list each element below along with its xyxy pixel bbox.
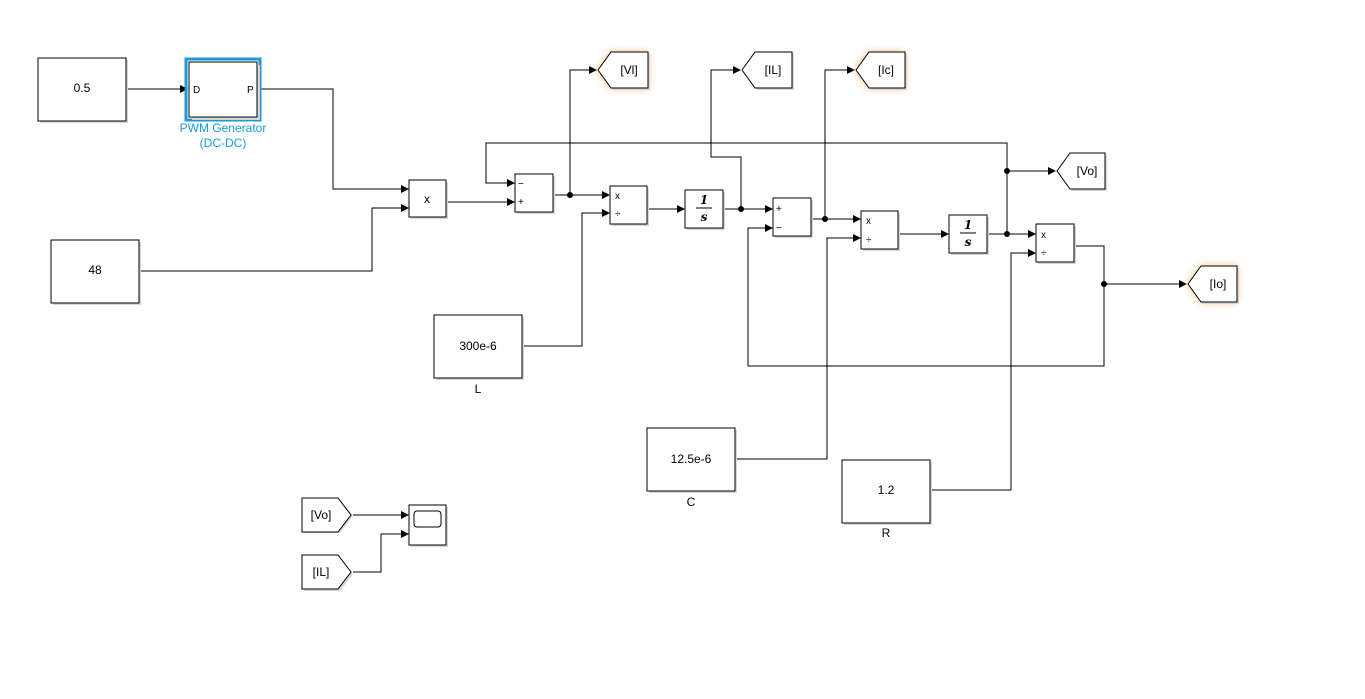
divide-2-mul-sign: x	[866, 216, 871, 227]
constant-resistance-name: R	[882, 526, 891, 540]
divide-2-div-sign: ÷	[866, 235, 872, 246]
divide-block-3[interactable]: x ÷	[1035, 223, 1076, 264]
integrator-block-1[interactable]: 1 s	[684, 189, 725, 230]
scope-screen-icon	[413, 510, 442, 528]
constant-vin-value: 48	[88, 263, 102, 277]
from-il-tag[interactable]: [IL]	[301, 554, 353, 591]
integrator-1-numerator: 1	[700, 193, 708, 207]
divide-block-1[interactable]: x ÷	[609, 185, 649, 226]
goto-io-tag[interactable]: [Io]	[1187, 265, 1239, 304]
goto-vo-tag[interactable]: [Vo]	[1056, 152, 1107, 191]
sum-block-2[interactable]: + −	[772, 197, 813, 238]
goto-vo-label: [Vo]	[1077, 164, 1098, 178]
goto-il-tag[interactable]: [IL]	[741, 51, 794, 90]
pwm-name-line2: (DC-DC)	[200, 136, 247, 150]
sum-2-plus-sign: +	[776, 204, 782, 215]
pwm-port-in-label: D	[193, 85, 200, 96]
constant-resistance-block[interactable]: 1.2 R	[841, 459, 932, 540]
divide-3-mul-sign: x	[1041, 230, 1046, 241]
constant-vin-block[interactable]: 48	[50, 239, 141, 305]
goto-vl-label: [Vl]	[620, 63, 637, 77]
goto-io-label: [Io]	[1210, 277, 1227, 291]
constant-resistance-value: 1.2	[878, 483, 895, 497]
integrator-1-denominator: s	[701, 210, 708, 224]
from-il-label: [IL]	[313, 565, 330, 579]
goto-ic-tag[interactable]: [Ic]	[855, 51, 907, 90]
integrator-block-2[interactable]: 1 s	[948, 214, 989, 255]
pwm-name-line1: PWM Generator	[180, 121, 267, 135]
pwm-generator-block[interactable]: D P PWM Generator (DC-DC)	[180, 57, 267, 150]
pwm-port-out-label: P	[247, 85, 254, 96]
sum-block-1[interactable]: − +	[514, 173, 555, 214]
constant-inductance-block[interactable]: 300e-6 L	[433, 314, 524, 396]
divide-1-div-sign: ÷	[615, 209, 621, 220]
scope-block[interactable]	[408, 504, 448, 547]
divide-block-2[interactable]: x ÷	[860, 210, 900, 251]
goto-vl-tag[interactable]: [Vl]	[597, 51, 650, 90]
goto-ic-label: [Ic]	[878, 63, 894, 77]
sum-1-plus-sign: +	[518, 197, 524, 208]
constant-duty-value: 0.5	[74, 81, 91, 95]
from-vo-label: [Vo]	[311, 508, 332, 522]
sum-1-minus-sign: −	[518, 179, 524, 190]
constant-inductance-value: 300e-6	[459, 339, 497, 353]
product-block-1[interactable]: x	[408, 179, 448, 219]
divide-1-mul-sign: x	[615, 191, 620, 202]
goto-il-label: [IL]	[765, 63, 782, 77]
constant-capacitance-value: 12.5e-6	[671, 452, 712, 466]
constant-capacitance-block[interactable]: 12.5e-6 C	[646, 427, 737, 509]
integrator-2-denominator: s	[965, 235, 972, 249]
signal-lines	[126, 66, 1187, 573]
constant-inductance-name: L	[475, 382, 482, 396]
from-vo-tag[interactable]: [Vo]	[301, 497, 353, 533]
divide-3-div-sign: ÷	[1041, 248, 1047, 259]
constant-capacitance-name: C	[687, 495, 696, 509]
product-1-symbol: x	[424, 192, 430, 206]
integrator-2-numerator: 1	[964, 218, 972, 232]
constant-duty-block[interactable]: 0.5	[37, 57, 128, 123]
sum-2-minus-sign: −	[776, 223, 782, 234]
